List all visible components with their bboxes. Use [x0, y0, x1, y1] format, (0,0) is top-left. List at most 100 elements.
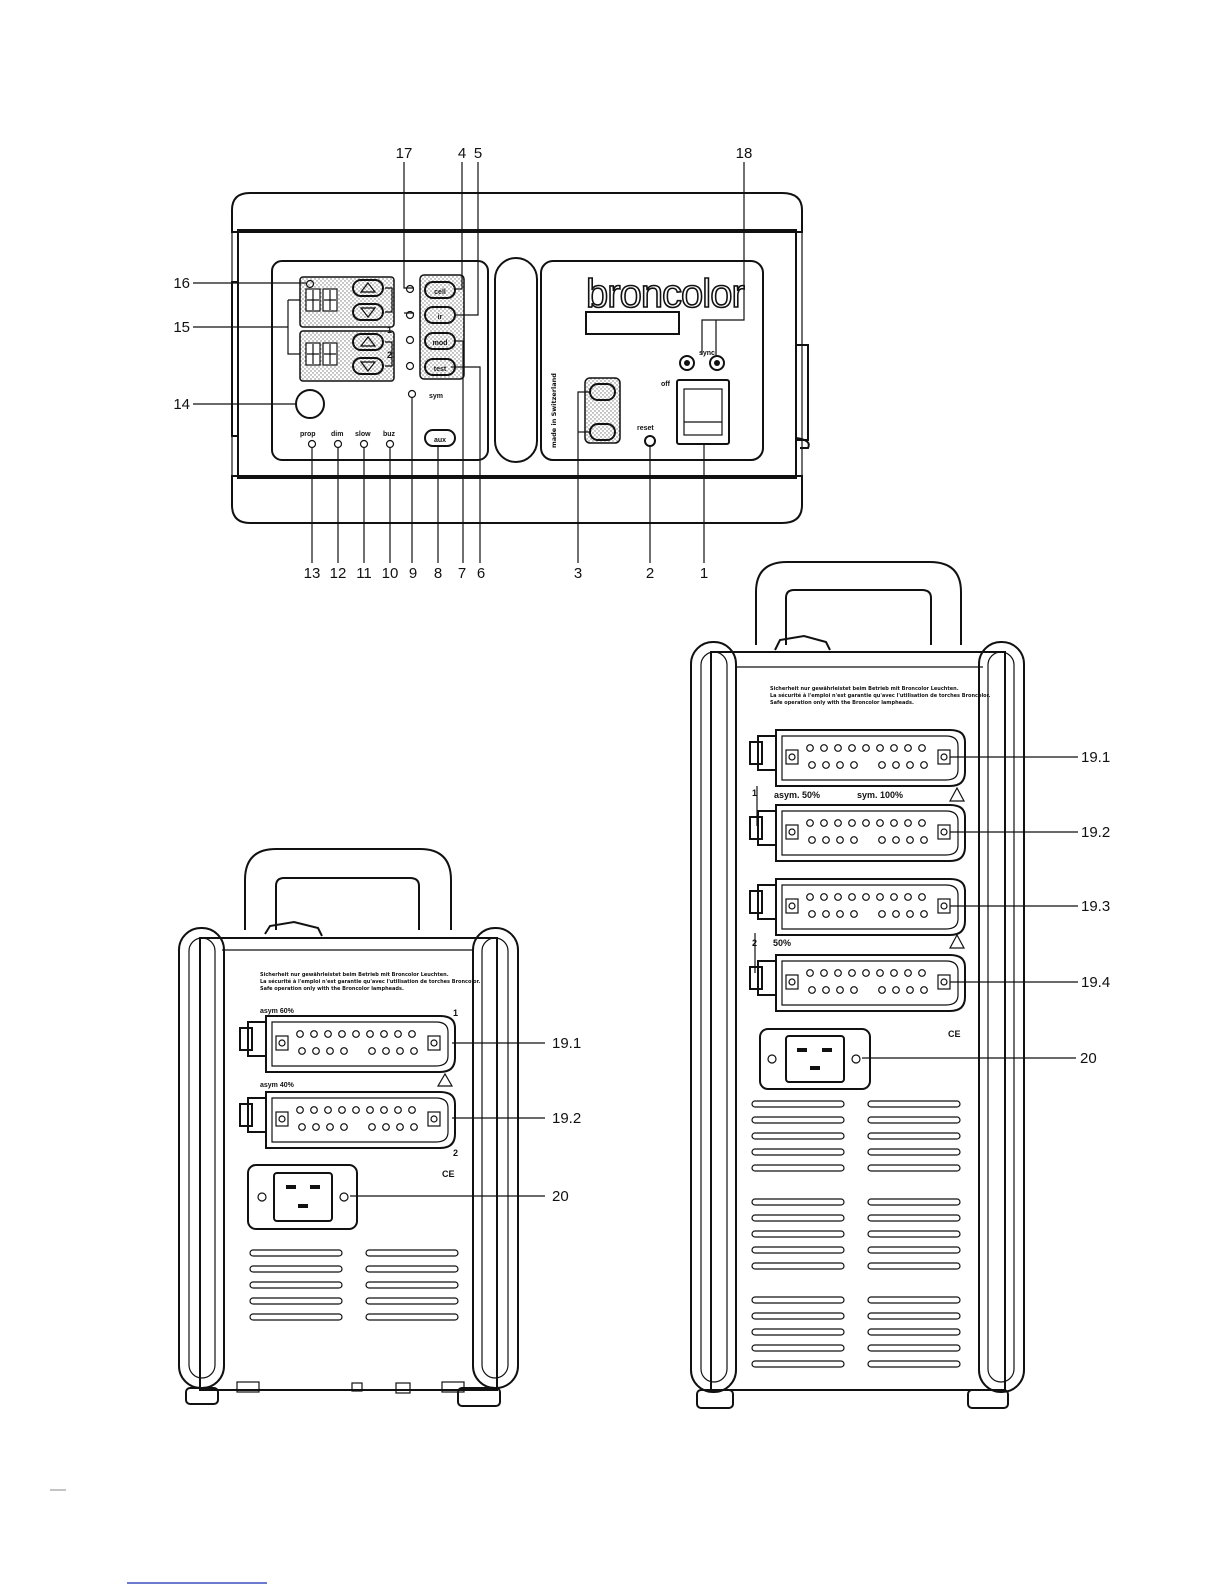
small-callout-19-2: 19.2: [552, 1110, 581, 1127]
brand-logo: broncolor: [586, 272, 744, 316]
made-in-label: made in Switzerland: [550, 373, 558, 448]
large-socket-19-3[interactable]: [749, 878, 966, 936]
small-num-1: 1: [453, 1008, 458, 1018]
small-num-2: 2: [453, 1148, 458, 1158]
large-warning-3: Safe operation only with the Broncolor l…: [770, 700, 914, 706]
large-power-inlet[interactable]: [759, 1028, 871, 1090]
callout-5: 5: [474, 145, 482, 162]
aux-button[interactable]: aux: [424, 429, 456, 447]
large-body: [710, 651, 1006, 1391]
svg-text:ir: ir: [438, 314, 443, 321]
large-asym-label: asym. 50%: [774, 790, 820, 800]
callout-10: 10: [382, 565, 399, 582]
svg-text:test: test: [434, 366, 447, 373]
callout-3: 3: [574, 565, 582, 582]
front-body: [237, 229, 797, 479]
callout-11: 11: [356, 565, 372, 582]
power-panel: [540, 260, 764, 461]
callout-9: 9: [409, 565, 417, 582]
large-callout-19-2: 19.2: [1081, 824, 1110, 841]
callout-4: 4: [458, 145, 466, 162]
svg-text:aux: aux: [434, 437, 446, 444]
sym-label: sym: [429, 393, 443, 400]
up-button-1[interactable]: [352, 279, 384, 297]
led-a: [405, 284, 415, 294]
slow-label: slow: [355, 431, 371, 438]
small-power-inlet[interactable]: [247, 1164, 358, 1230]
reset-label: reset: [637, 425, 654, 432]
control-panel: [271, 260, 489, 461]
small-callout-20: 20: [552, 1188, 569, 1205]
mode-selector: [584, 377, 621, 444]
sync-socket-left[interactable]: [679, 355, 695, 371]
callout-16: 16: [173, 275, 190, 292]
small-asym-bottom: asym 40%: [260, 1082, 295, 1089]
large-ce-mark: CE: [948, 1029, 961, 1039]
large-handle: [755, 561, 962, 645]
front-top-bumper: [231, 192, 803, 233]
down-button-1[interactable]: [352, 303, 384, 321]
warning-triangle-icon: [436, 1072, 454, 1087]
svg-text:mod: mod: [433, 340, 448, 347]
large-callout-20: 20: [1080, 1050, 1097, 1067]
led-d: [405, 361, 415, 371]
front-panel-drawing: 1 2 cell ir mod test aux sym prop dim sl…: [173, 145, 810, 582]
off-label: off: [661, 381, 671, 388]
callout-2: 2: [646, 565, 654, 582]
svg-text:cell: cell: [434, 289, 446, 296]
callout-12: 12: [330, 565, 347, 582]
prop-label: prop: [300, 431, 316, 438]
led-c: [405, 335, 415, 345]
large-sym-label: sym. 100%: [857, 790, 903, 800]
label-plate: [585, 311, 680, 335]
sync-socket-right[interactable]: [709, 355, 725, 371]
small-socket-19-2[interactable]: [239, 1091, 456, 1149]
small-socket-19-1[interactable]: [239, 1015, 456, 1073]
led-16: [305, 279, 315, 289]
callout-13: 13: [304, 565, 321, 582]
reset-button[interactable]: [644, 435, 656, 447]
large-warning-2: La sécurité à l'emploi n'est garantie qu…: [770, 692, 990, 699]
small-asym-top: asym 60%: [260, 1008, 295, 1015]
sync-label: sync: [699, 350, 715, 357]
small-warning-1: Sicherheit nur gewährleistet beim Betrie…: [260, 972, 449, 978]
rear-large-drawing: Sicherheit nur gewährleistet beim Betrie…: [690, 561, 1110, 1409]
large-socket-19-4[interactable]: [749, 954, 966, 1012]
up-button-2[interactable]: [352, 333, 384, 351]
cell-button[interactable]: cell: [424, 281, 456, 299]
callout-8: 8: [434, 565, 442, 582]
led-b: [405, 310, 415, 320]
callout-6: 6: [477, 565, 485, 582]
small-ce-mark: CE: [442, 1169, 455, 1179]
warning-triangle-icon: [948, 786, 966, 802]
dim-label: dim: [331, 431, 343, 438]
sym-led: [407, 389, 417, 399]
photocell-14: [295, 389, 325, 419]
large-callout-19-1: 19.1: [1081, 749, 1110, 766]
small-warning-3: Safe operation only with the Broncolor l…: [260, 986, 404, 992]
large-callout-19-4: 19.4: [1081, 974, 1110, 991]
callout-18: 18: [736, 145, 753, 162]
callout-14: 14: [173, 396, 190, 413]
warning-triangle-icon: [948, 933, 966, 949]
small-handle: [244, 848, 452, 930]
callout-17: 17: [396, 145, 413, 162]
small-warning-2: La sécurité à l'emploi n'est garantie qu…: [260, 978, 480, 985]
buz-label: buz: [383, 431, 396, 438]
power-switch[interactable]: [676, 379, 730, 445]
large-socket-19-1[interactable]: [749, 729, 966, 787]
down-button-2[interactable]: [352, 357, 384, 375]
small-callout-19-1: 19.1: [552, 1035, 581, 1052]
front-bottom-bumper: [231, 475, 803, 524]
large-warning-1: Sicherheit nur gewährleistet beim Betrie…: [770, 686, 959, 692]
small-body: [199, 937, 498, 1391]
callout-15: 15: [173, 319, 190, 336]
callout-1: 1: [700, 565, 708, 582]
large-callout-19-3: 19.3: [1081, 898, 1110, 915]
handle-slot: [494, 257, 538, 463]
large-socket-19-2[interactable]: [749, 804, 966, 862]
channel-1-label: 1: [387, 325, 392, 335]
large-num-1: 1: [752, 788, 757, 798]
large-half-label: 50%: [773, 938, 791, 948]
